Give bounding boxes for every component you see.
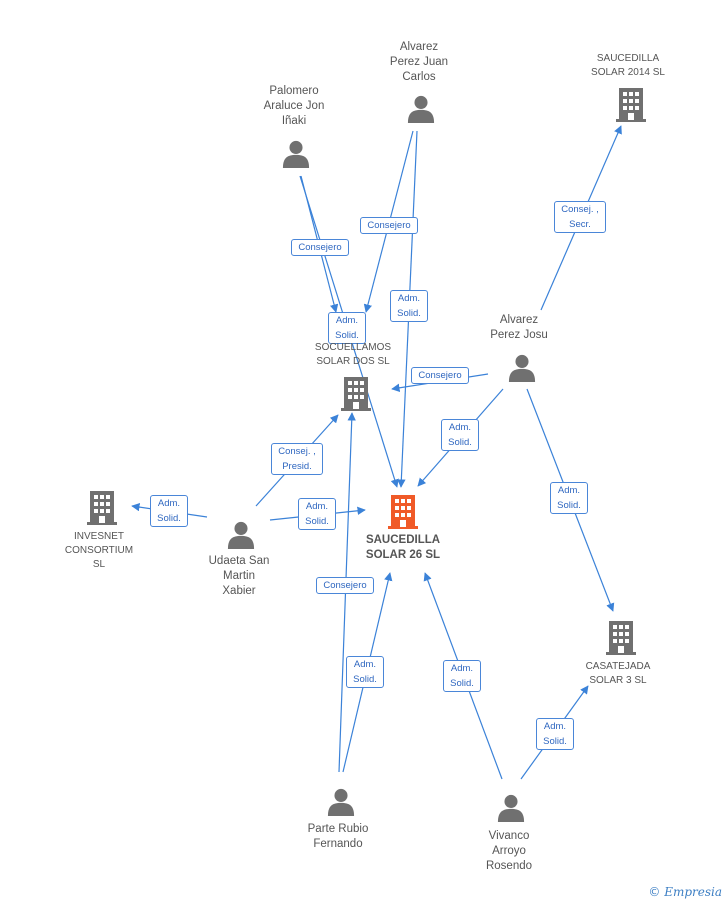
person-icon[interactable] (227, 521, 255, 549)
relation-label: Adm. Solid. (443, 660, 481, 692)
relation-label: Consej. , Secr. (554, 201, 606, 233)
node-label-casatejada[interactable]: CASATEJADA SOLAR 3 SL (585, 661, 651, 686)
building-icon[interactable] (341, 377, 371, 411)
node-label-palomero[interactable]: Palomero Araluce Jon Iñaki (263, 85, 325, 127)
person-icon[interactable] (327, 788, 355, 816)
relation-label: Consejero (316, 576, 374, 594)
node-label-socuellamos[interactable]: SOCUELLAMOS SOLAR DOS SL (314, 342, 392, 367)
person-icon[interactable] (407, 95, 435, 123)
relation-label: Adm. Solid. (150, 495, 188, 527)
empresia-logo: Empresia (664, 885, 722, 899)
empresia-watermark: © Empresia (648, 885, 722, 899)
relation-label: Adm. Solid. (328, 312, 366, 344)
node-label-parte[interactable]: Parte Rubio Fernando (307, 823, 369, 850)
building-icon[interactable] (87, 491, 117, 525)
relation-label: Consejero (291, 238, 349, 256)
relation-label: Adm. Solid. (441, 419, 479, 451)
person-icon[interactable] (497, 794, 525, 822)
copyright-symbol: © (648, 885, 661, 899)
building-icon[interactable] (388, 495, 418, 529)
relation-label: Consejero (411, 366, 469, 384)
building-icon[interactable] (616, 88, 646, 122)
relation-label: Adm. Solid. (346, 656, 384, 688)
node-label-alvarez_juan[interactable]: Alvarez Perez Juan Carlos (389, 41, 449, 83)
relation-label: Consej. , Presid. (271, 443, 323, 475)
relation-label: Adm. Solid. (550, 482, 588, 514)
relation-label: Adm. Solid. (536, 718, 574, 750)
relation-label: Consejero (360, 216, 418, 234)
node-label-udaeta[interactable]: Udaeta San Martin Xabier (208, 555, 270, 597)
relation-label: Adm. Solid. (298, 498, 336, 530)
relation-label: Adm. Solid. (390, 290, 428, 322)
node-label-center[interactable]: SAUCEDILLA SOLAR 26 SL (365, 534, 441, 561)
node-label-alvarez_josu[interactable]: Alvarez Perez Josu (490, 314, 548, 341)
node-label-invesnet[interactable]: INVESNET CONSORTIUM SL (64, 531, 134, 570)
person-icon[interactable] (282, 140, 310, 168)
person-icon[interactable] (508, 354, 536, 382)
building-icon[interactable] (606, 621, 636, 655)
node-label-saucedilla2014[interactable]: SAUCEDILLA SOLAR 2014 SL (591, 53, 665, 78)
node-label-vivanco[interactable]: Vivanco Arroyo Rosendo (485, 830, 533, 872)
